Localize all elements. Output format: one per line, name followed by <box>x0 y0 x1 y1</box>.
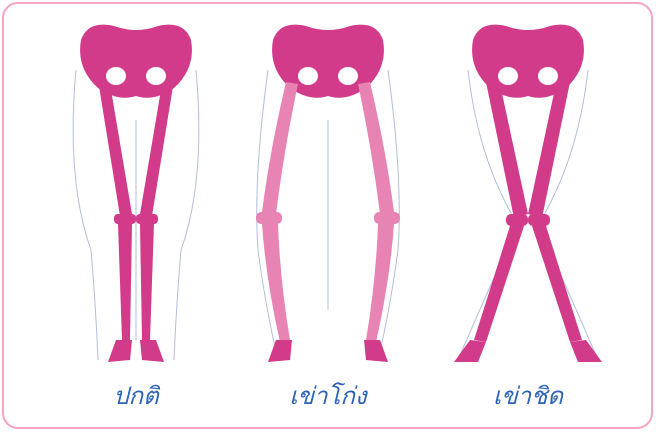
illustration-frame: ปกติ เข่าโก่ง เข่าชิด <box>2 2 653 429</box>
bow-legs-figure <box>228 10 428 370</box>
knock-knees-skeleton-icon <box>428 10 628 370</box>
caption-bow-legs: เข่าโก่ง <box>228 376 428 415</box>
normal-legs-figure <box>36 10 236 370</box>
caption-knock-knees: เข่าชิด <box>428 376 628 415</box>
knock-knees-figure <box>428 10 628 370</box>
caption-normal: ปกติ <box>36 376 236 415</box>
normal-legs-skeleton-icon <box>36 10 236 370</box>
bow-legs-skeleton-icon <box>228 10 428 370</box>
